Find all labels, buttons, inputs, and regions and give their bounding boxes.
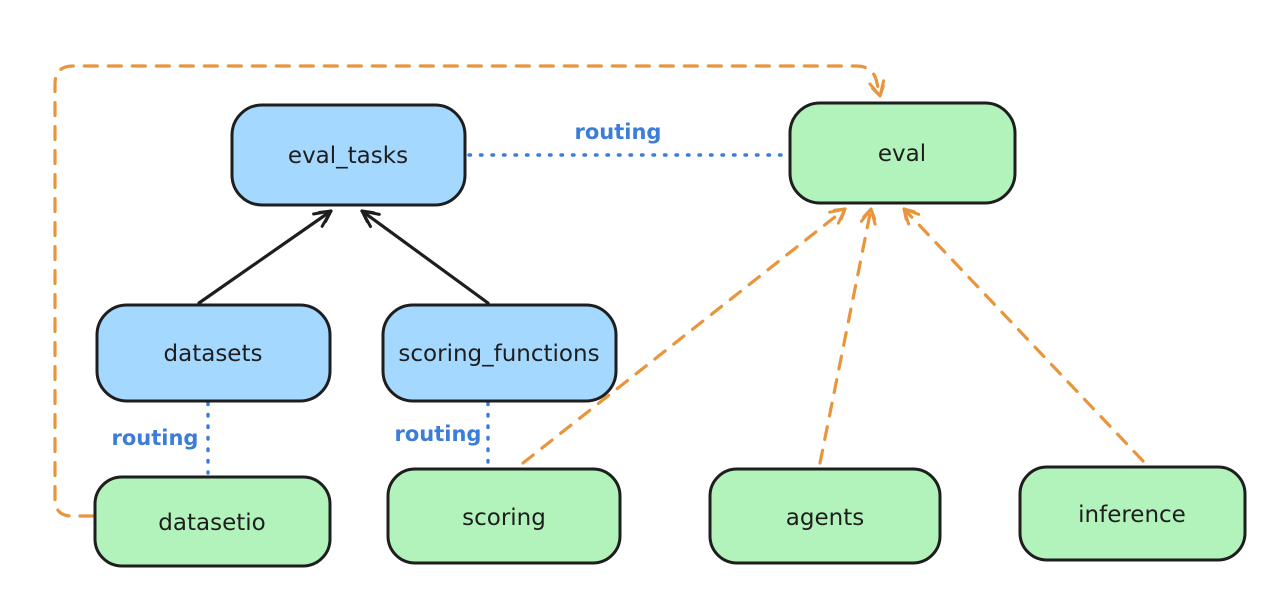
node-datasetio: datasetio (93, 475, 332, 568)
node-scoring-functions: scoring_functions (381, 303, 618, 403)
routing-label-eval: routing (575, 120, 662, 144)
edge-scoring-to-eval (521, 207, 847, 465)
node-label-scoring: scoring (462, 505, 546, 531)
node-label-eval-tasks: eval_tasks (288, 143, 408, 169)
node-inference: inference (1018, 465, 1247, 562)
edge-agents-to-eval (818, 207, 877, 465)
edge-inference-to-eval (902, 207, 1145, 463)
node-label-datasetio: datasetio (158, 510, 265, 536)
node-scoring: scoring (386, 467, 622, 565)
node-label-datasets: datasets (164, 341, 263, 367)
edge-scoring-functions-to-eval-tasks (360, 209, 490, 305)
node-label-eval: eval (878, 141, 926, 167)
node-label-agents: agents (786, 505, 864, 531)
node-agents: agents (708, 467, 942, 565)
node-label-scoring-functions: scoring_functions (398, 341, 599, 367)
edge-datasetio-to-eval (53, 64, 886, 518)
routing-label-datasetio: routing (112, 426, 199, 450)
edge-datasets-to-eval-tasks (197, 209, 333, 305)
routing-label-scoring: routing (395, 422, 482, 446)
node-eval: eval (788, 101, 1017, 205)
node-label-inference: inference (1078, 502, 1186, 528)
node-datasets: datasets (95, 303, 332, 403)
node-eval-tasks: eval_tasks (230, 103, 467, 207)
